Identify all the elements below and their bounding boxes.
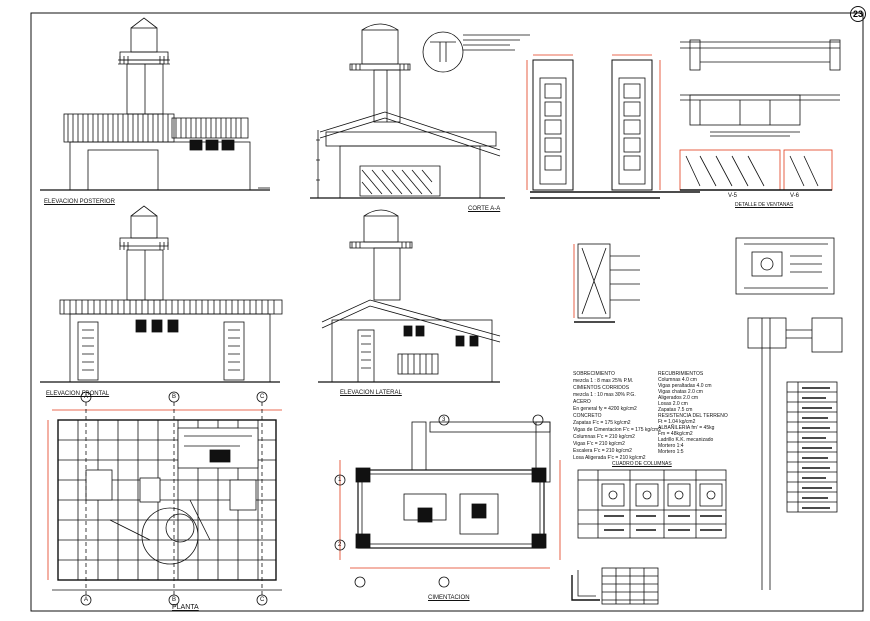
spec-left-7: Zapatas F'c = 175 kg/cm2 <box>573 420 631 426</box>
detalle-ventanas-title: DETALLE DE VENTANAS <box>735 202 794 208</box>
door-details <box>526 54 700 199</box>
planta-drawing <box>47 391 282 606</box>
spec-left-12: Losa Aligerada F'c = 210 kg/cm2 <box>573 455 646 461</box>
spec-right-5: Losas 2.0 cm <box>658 401 688 407</box>
cimentacion-drawing <box>334 414 561 588</box>
spec-right-12: Mortero 1:4 <box>658 443 684 449</box>
spec-right-10: Fm = 48kg/cm2 <box>658 431 693 437</box>
grid-axis-b-bottom: B <box>172 597 177 603</box>
planta-title: PLANTA <box>172 604 199 611</box>
ventana-label-v6: V-6 <box>790 193 800 199</box>
elevacion-lateral-drawing <box>318 209 501 383</box>
section-detail <box>573 243 640 323</box>
spec-right-0: RECUBRIMIENTOS <box>658 371 704 377</box>
cuadro-columnas-table <box>577 469 727 539</box>
spec-right-7: RESISTENCIA DEL TERRENO <box>658 413 728 419</box>
sheet-number: 23 <box>850 6 866 22</box>
spec-left-10: Vigas F'c = 210 kg/cm2 <box>573 441 625 447</box>
spec-left-5: En general fy = 4200 kg/cm2 <box>573 406 637 412</box>
elevacion-frontal-title: ELEVACION FRONTAL <box>46 391 110 397</box>
spec-left-3: mezcla 1 : 10 mas 30% P.G. <box>573 392 636 398</box>
spec-left-11: Escalera F'c = 210 kg/cm2 <box>573 448 632 454</box>
legend-table <box>786 381 838 513</box>
plan-detail-box <box>735 237 835 295</box>
corte-aa-drawing <box>310 23 530 199</box>
corte-aa-title: CORTE A-A <box>468 206 501 212</box>
bottom-right-details <box>571 567 659 605</box>
specs-left-column: SOBRECIMIENTO mezcla 1 : 8 mas 25% P.M. … <box>573 371 661 463</box>
elevacion-frontal-drawing <box>40 205 283 383</box>
spec-right-1: Columnas 4.0 cm <box>658 377 697 383</box>
spec-left-4: ACERO <box>573 399 591 405</box>
spec-left-2: CIMIENTOS CORRIDOS <box>573 385 630 391</box>
grid-axis-b: B <box>172 394 177 400</box>
spec-right-4: Aligerados 2.0 cm <box>658 395 699 401</box>
grid-axis-2: 2 <box>338 542 342 548</box>
sheet-border <box>30 12 864 612</box>
elevacion-posterior-title: ELEVACION POSTERIOR <box>44 199 115 205</box>
spec-right-13: Mortero 1:5 <box>658 449 684 455</box>
spec-left-0: SOBRECIMIENTO <box>573 371 615 377</box>
spec-left-9: Columnas F'c = 210 kg/cm2 <box>573 434 635 440</box>
ventana-label-v5: V-5 <box>728 193 738 199</box>
grid-axis-1: 1 <box>338 477 342 483</box>
spec-right-11: Ladrillo K.K. mecanizado <box>658 437 714 443</box>
grid-axis-a: A <box>84 394 89 400</box>
spec-left-1: mezcla 1 : 8 mas 25% P.M. <box>573 378 634 384</box>
spec-left-8: Vigas de Cimentacion F'c = 175 kg/cm2 <box>573 427 661 433</box>
cuadro-columnas-title: CUADRO DE COLUMNAS <box>612 461 672 467</box>
cimentacion-title: CIMENTACION <box>428 595 470 601</box>
ventanas-details <box>679 39 841 191</box>
spec-right-9: ALBAÑILERIA fm' = 45kg <box>658 425 715 431</box>
spec-right-2: Vigas peraltadas 4.0 cm <box>658 383 712 389</box>
elevacion-posterior-drawing <box>40 17 270 191</box>
specs-right-column: RECUBRIMIENTOS Columnas 4.0 cm Vigas per… <box>658 372 734 456</box>
spec-right-6: Zapatas 7.5 cm <box>658 407 693 413</box>
spec-right-8: Ft = 1.04 kg/cm2 <box>658 419 696 425</box>
spec-left-6: CONCRETO <box>573 413 602 419</box>
grid-axis-c: C <box>260 394 265 400</box>
spec-right-3: Vigas chatas 2.0 cm <box>658 389 703 395</box>
vertical-detail <box>747 317 843 590</box>
grid-axis-c-bottom: C <box>260 597 265 603</box>
elevacion-lateral-title: ELEVACION LATERAL <box>340 390 402 396</box>
grid-axis-3: 3 <box>442 417 446 423</box>
grid-axis-a-bottom: A <box>84 597 89 603</box>
